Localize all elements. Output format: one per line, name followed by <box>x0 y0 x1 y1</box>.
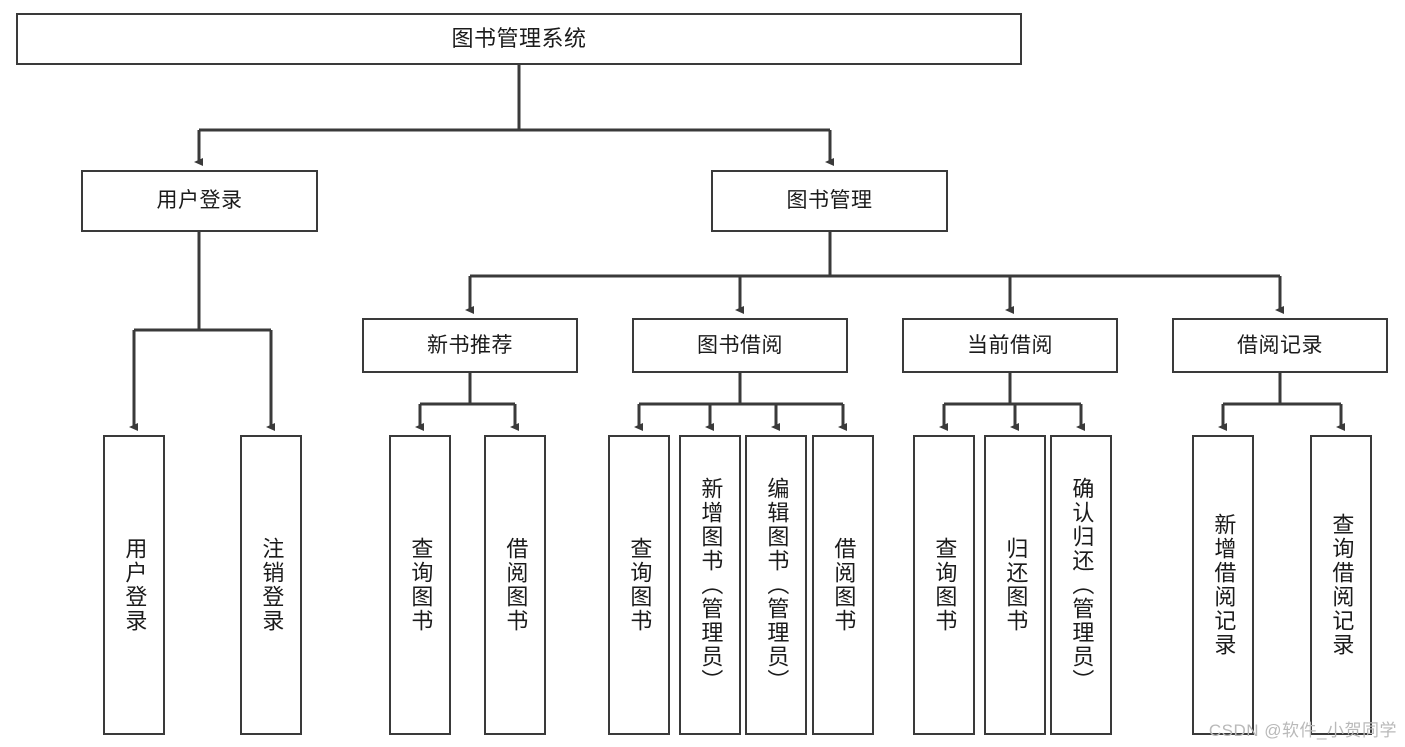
watermark: CSDN @软件_小贺同学 <box>1208 721 1397 740</box>
node-label: 用户登录 <box>156 189 243 213</box>
node-label: 查询图书 <box>627 537 653 633</box>
node-label: 查询图书 <box>932 537 958 633</box>
leaf-query-borrow-record[interactable]: 查询借阅记录 <box>1310 435 1372 735</box>
node-label: 图书借阅 <box>697 333 783 357</box>
node-user-login[interactable]: 用户登录 <box>81 170 318 232</box>
node-label: 新增借阅记录 <box>1211 513 1237 657</box>
leaf-add-borrow-record[interactable]: 新增借阅记录 <box>1192 435 1254 735</box>
leaf-borrow-book[interactable]: 借阅图书 <box>812 435 874 735</box>
node-label: 归还图书 <box>1003 537 1029 633</box>
node-label: 图书管理系统 <box>451 25 587 51</box>
node-label: 查询借阅记录 <box>1329 513 1355 657</box>
node-label: 编辑图书（管理员） <box>764 477 790 693</box>
node-label: 注销登录 <box>259 537 285 633</box>
node-label: 用户登录 <box>122 537 148 633</box>
node-label: 确认归还（管理员） <box>1069 477 1095 693</box>
leaf-query-book-borrow[interactable]: 查询图书 <box>608 435 670 735</box>
node-label: 借阅图书 <box>503 537 529 633</box>
leaf-add-book-admin[interactable]: 新增图书（管理员） <box>679 435 741 735</box>
node-current-borrow[interactable]: 当前借阅 <box>902 318 1118 373</box>
node-new-book-recommend[interactable]: 新书推荐 <box>362 318 578 373</box>
node-borrow-record[interactable]: 借阅记录 <box>1172 318 1388 373</box>
leaf-query-book-current[interactable]: 查询图书 <box>913 435 975 735</box>
node-label: 查询图书 <box>408 537 434 633</box>
leaf-return-book[interactable]: 归还图书 <box>984 435 1046 735</box>
leaf-query-book-recommend[interactable]: 查询图书 <box>389 435 451 735</box>
node-label: 图书管理 <box>786 189 873 213</box>
leaf-confirm-return-admin[interactable]: 确认归还（管理员） <box>1050 435 1112 735</box>
node-label: 新增图书（管理员） <box>698 477 724 693</box>
node-label: 借阅记录 <box>1237 333 1323 357</box>
leaf-logout[interactable]: 注销登录 <box>240 435 302 735</box>
node-book-management[interactable]: 图书管理 <box>711 170 948 232</box>
leaf-user-login[interactable]: 用户登录 <box>103 435 165 735</box>
node-label: 当前借阅 <box>967 333 1053 357</box>
node-label: 借阅图书 <box>831 537 857 633</box>
node-label: 新书推荐 <box>427 333 513 357</box>
leaf-edit-book-admin[interactable]: 编辑图书（管理员） <box>745 435 807 735</box>
node-root[interactable]: 图书管理系统 <box>16 13 1022 65</box>
node-book-borrow[interactable]: 图书借阅 <box>632 318 848 373</box>
leaf-borrow-book-recommend[interactable]: 借阅图书 <box>484 435 546 735</box>
